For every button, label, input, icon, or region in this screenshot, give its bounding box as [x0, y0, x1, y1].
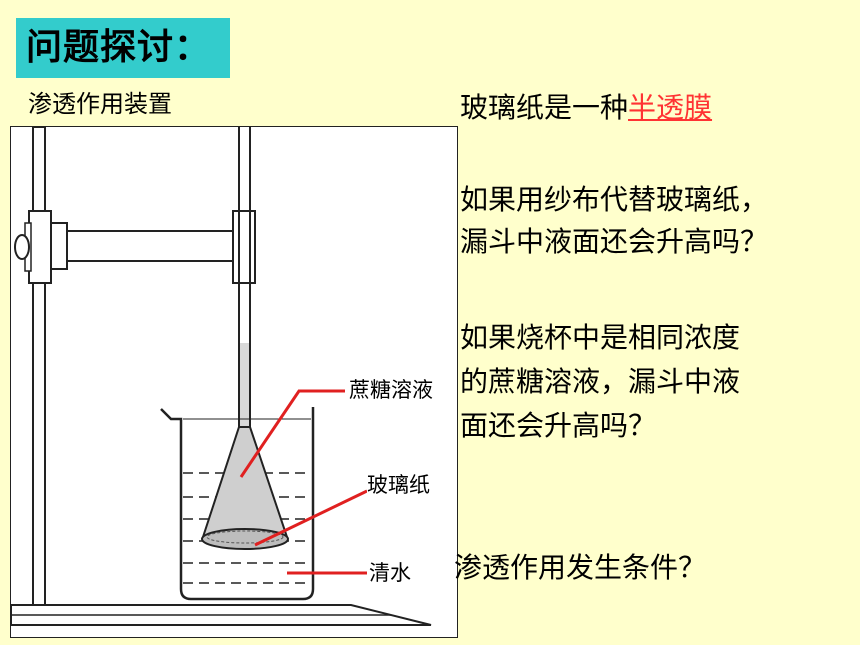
- question-2-line-2: 的蔗糖溶液，漏斗中液: [460, 365, 741, 398]
- question-2-line-1: 如果烧杯中是相同浓度: [460, 321, 741, 354]
- label-cellophane: 玻璃纸: [367, 472, 430, 498]
- question-1-line-1: 如果用纱布代替玻璃纸，: [460, 183, 769, 216]
- question-2-line-3: 面还会升高吗？: [460, 409, 657, 442]
- osmosis-apparatus-diagram: 蔗糖溶液 玻璃纸 清水: [10, 126, 458, 638]
- semipermeable-membrane-highlight: 半透膜: [628, 91, 713, 124]
- slide-title: 问题探讨：: [16, 18, 230, 78]
- question-1-line-2: 漏斗中液面还会升高吗？: [460, 225, 769, 258]
- apparatus-drawing: [11, 127, 432, 626]
- label-clear-water: 清水: [369, 560, 411, 586]
- question-3: 渗透作用发生条件？: [454, 551, 707, 584]
- statement-prefix: 玻璃纸是一种: [460, 91, 629, 124]
- diagram-caption: 渗透作用装置: [28, 90, 172, 118]
- statement-line: 玻璃纸是一种半透膜: [460, 88, 712, 128]
- label-sucrose-solution: 蔗糖溶液: [349, 377, 433, 403]
